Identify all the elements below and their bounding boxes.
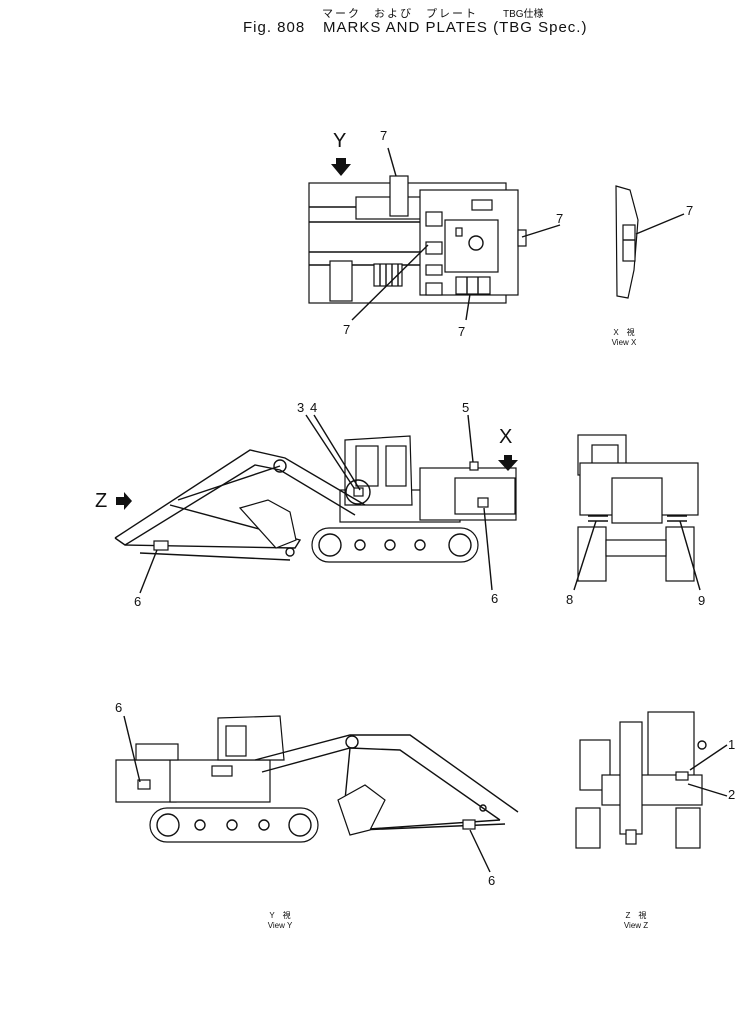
callout-4: 4	[310, 400, 318, 415]
top-view	[308, 147, 561, 321]
title-japanese: マーク および プレート	[322, 8, 478, 20]
view-z-caption: View Z	[623, 921, 649, 930]
view-z-drawing	[575, 711, 728, 849]
title-spec-japanese: TBG仕様	[503, 9, 544, 20]
figure-number: Fig. 808	[243, 19, 306, 36]
view-x-caption-jp: X 視	[613, 328, 635, 337]
callout-2: 2	[728, 787, 736, 802]
callout-7: 7	[343, 322, 351, 337]
callout-9: 9	[698, 593, 706, 608]
rear-view	[573, 434, 701, 591]
callout-6: 6	[115, 700, 123, 715]
view-y-caption-jp: Y 視	[269, 911, 291, 920]
view-y-caption: View Y	[267, 921, 293, 930]
callout-8: 8	[566, 592, 574, 607]
callout-3: 3	[297, 400, 305, 415]
view-x-caption: View X	[611, 338, 637, 347]
callout-6: 6	[488, 873, 496, 888]
callout-7: 7	[556, 211, 564, 226]
callout-1: 1	[728, 737, 736, 752]
side-view-upper	[114, 414, 518, 594]
callout-6: 6	[134, 594, 142, 609]
arrow-y-letter: Y	[333, 130, 347, 152]
callout-7: 7	[458, 324, 466, 339]
figure-title: MARKS AND PLATES (TBG Spec.)	[323, 19, 588, 36]
view-z-caption-jp: Z 視	[625, 911, 647, 920]
view-y-drawing	[115, 715, 519, 873]
callout-5: 5	[462, 400, 470, 415]
view-x-drawing	[615, 185, 685, 299]
arrow-x-letter: X	[499, 426, 513, 448]
callout-7: 7	[380, 128, 388, 143]
arrow-z-letter: Z	[95, 490, 108, 512]
callout-7: 7	[686, 203, 694, 218]
callout-6: 6	[491, 591, 499, 606]
